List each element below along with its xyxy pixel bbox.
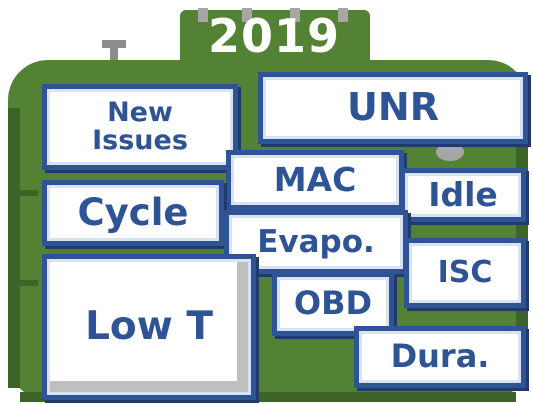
box-idle: Idle [400, 168, 526, 222]
dura-label: Dura. [390, 337, 490, 376]
mac-label: MAC [273, 159, 357, 199]
evapo-label: Evapo. [257, 223, 375, 260]
tank-rail-left [8, 108, 20, 388]
tank-bottom-edge [20, 392, 516, 402]
vent-pipe-cap [102, 40, 126, 48]
tank-cap-1 [198, 8, 208, 22]
tank-fitting [436, 143, 464, 161]
cycle-label: Cycle [77, 190, 189, 234]
new-issues-line-1: New [107, 96, 173, 128]
obd-label: OBD [293, 284, 373, 323]
tank-cap-4 [338, 8, 348, 22]
box-low-t: Low T [42, 254, 256, 400]
new-issues-line-2: Issues [92, 125, 188, 156]
box-obd: OBD [272, 272, 394, 336]
tank-cap-2 [242, 8, 252, 22]
box-dura: Dura. [354, 326, 526, 388]
tank-strip-2 [8, 280, 38, 286]
box-new-issues: New Issues [42, 84, 238, 170]
box-cycle: Cycle [42, 180, 224, 246]
unr-label: UNR [347, 85, 439, 130]
box-mac: MAC [226, 150, 404, 210]
low-t-label: Low T [85, 303, 213, 349]
idle-label: Idle [428, 174, 498, 214]
vent-pipe [110, 46, 118, 64]
tank-cap-3 [290, 8, 300, 22]
tank-top-band [180, 10, 370, 70]
box-isc: ISC [404, 238, 526, 308]
box-unr: UNR [258, 72, 528, 144]
isc-label: ISC [437, 255, 493, 291]
tank-strip-1 [8, 190, 38, 196]
year-title: 2019 [207, 9, 341, 63]
